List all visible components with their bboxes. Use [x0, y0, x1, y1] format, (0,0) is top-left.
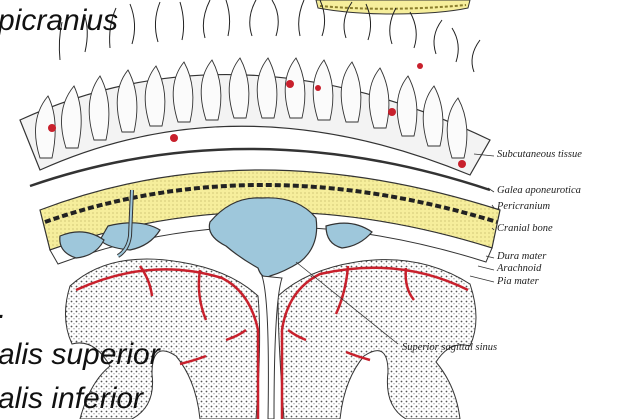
label-subcutaneous-tissue: Subcutaneous tissue — [497, 150, 582, 161]
skull-band-top — [316, 0, 470, 14]
slide-bullet-fragment: . — [0, 294, 6, 324]
label-arachnoid: Arachnoid — [497, 264, 541, 275]
label-pericranium: Pericranium — [497, 202, 550, 213]
label-cranial-bone: Cranial bone — [497, 224, 553, 235]
label-dura-mater: Dura mater — [497, 252, 546, 263]
label-superior-sagittal-sinus: Superior sagittal sinus — [402, 343, 497, 354]
label-galea-aponeurotica: Galea aponeurotica — [497, 186, 581, 197]
slide-title-fragment: picranius — [0, 6, 118, 36]
label-pia-mater: Pia mater — [497, 277, 539, 288]
slide-list-item-2: alis inferior — [0, 384, 143, 414]
slide-list-item-1: alis superior — [0, 340, 160, 370]
